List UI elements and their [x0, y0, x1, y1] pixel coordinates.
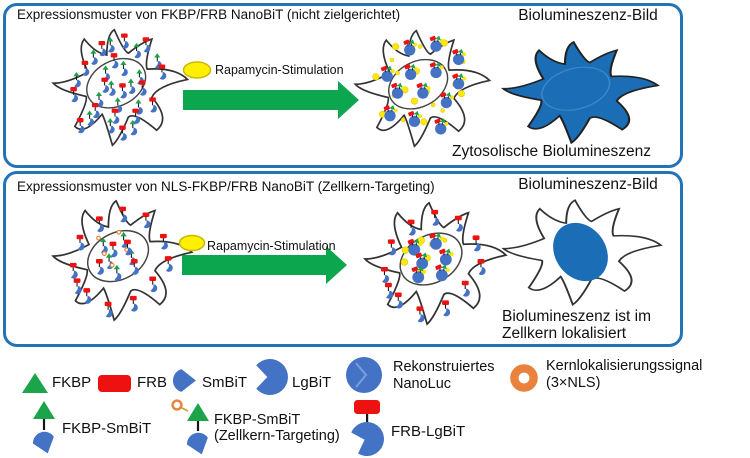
green-arrow	[182, 246, 347, 284]
bioluminescence-cell-cytosolic	[502, 41, 659, 144]
bio-image-title-top: Biolumineszenz-Bild	[518, 7, 658, 24]
bio-image-title-bottom: Biolumineszenz-Bild	[518, 176, 658, 193]
legend-label-nls-line2: (3×NLS)	[546, 375, 601, 391]
panel-cytosolic-title: Expressionsmuster von FKBP/FRB NanoBiT (…	[17, 7, 401, 22]
nucleus-outline	[87, 229, 150, 283]
cell-untargeted-stimulated	[354, 29, 491, 148]
cell-untargeted-resting	[52, 28, 189, 147]
smbit-icon	[172, 369, 196, 392]
legend-label-nls-line1: Kernlokalisierungssignal	[546, 358, 703, 374]
caption-nuclear-line2: Zellkern lokalisiert	[502, 325, 627, 342]
legend-label-smbit: SmBiT	[202, 374, 247, 391]
bioluminescence-cell-nuclear	[502, 199, 662, 306]
rapamycin-label-top: Rapamycin-Stimulation	[215, 63, 344, 77]
nucleus-luminescent	[553, 222, 608, 282]
stimulation-arrow-top	[182, 61, 359, 119]
rapamycin-label-bottom: Rapamycin-Stimulation	[207, 239, 336, 253]
panel-nuclear-title: Expressionsmuster von NLS-FKBP/FRB NanoB…	[17, 179, 435, 194]
rapamycin-icon	[178, 234, 206, 252]
nanoluc-icon	[346, 357, 382, 393]
legend-label-fkbp: FKBP	[52, 374, 92, 391]
cell-targeted-stimulated	[364, 202, 507, 325]
green-arrow	[183, 81, 359, 119]
nucleus-outline	[86, 57, 147, 109]
nucleus-outline	[388, 58, 449, 110]
legend-label-frb: FRB	[137, 374, 167, 391]
nls-icon	[510, 364, 538, 392]
legend-label-lgbit: LgBiT	[292, 374, 332, 391]
legend-label-fkbp-smbit-nls-line1: FKBP-SmBiT	[214, 412, 301, 428]
legend-label-nanoluc-line1: Rekonstruiertes	[393, 359, 495, 375]
frb-lgbit-icon	[349, 400, 389, 458]
legend-label-frb-lgbit: FRB-LgBiT	[391, 423, 466, 440]
caption-cytosolic: Zytosolische Biolumineszenz	[452, 143, 652, 160]
lgbit-icon	[256, 359, 288, 395]
fkbp-icon	[22, 373, 48, 393]
frb-icon	[98, 375, 131, 392]
cell-targeted-resting	[52, 199, 193, 321]
nucleus-outline-faint	[541, 66, 611, 111]
caption-nuclear-line1: Biolumineszenz ist im	[502, 308, 652, 325]
stimulation-arrow-bottom	[178, 234, 347, 284]
rapamycin-icon	[182, 61, 212, 79]
fkbp-smbit-nls-icon	[171, 399, 213, 458]
legend-label-nanoluc-line2: NanoLuc	[393, 376, 452, 392]
legend-label-fkbp-smbit: FKBP-SmBiT	[62, 420, 152, 437]
fkbp-smbit-icon	[30, 401, 59, 457]
legend-label-fkbp-smbit-nls-line2: (Zellkern-Targeting)	[214, 428, 340, 444]
